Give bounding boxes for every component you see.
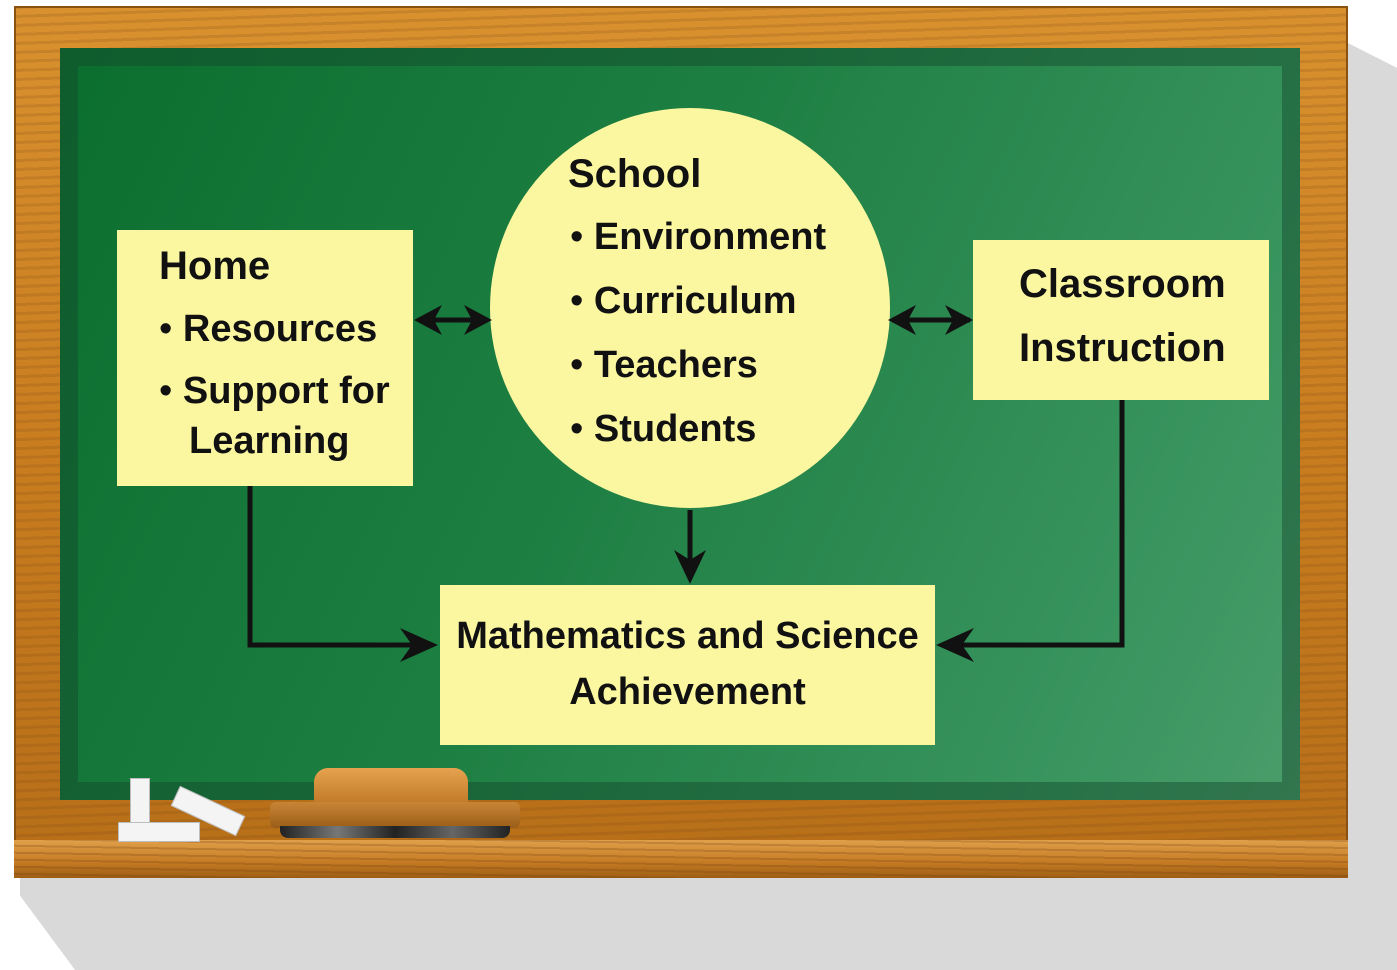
- arrowhead-icon: [674, 550, 706, 584]
- achievement-line-2: Achievement: [569, 671, 806, 713]
- school-bullet-3: • Teachers: [570, 344, 758, 387]
- home-bullet-2-continued: Learning: [189, 420, 350, 462]
- school-bullet-text: Teachers: [593, 344, 758, 386]
- classroom-box: Classroom Instruction: [973, 240, 1269, 400]
- classroom-achievement-line: [950, 400, 1125, 648]
- chalk-piece: [118, 822, 200, 842]
- home-box: Home • Resources • Support for Learning: [117, 230, 413, 486]
- school-circle: School • Environment • Curriculum • Teac…: [490, 108, 890, 508]
- school-bullet-4: • Students: [570, 408, 756, 451]
- bullet-icon: •: [570, 216, 584, 258]
- home-bullet-1: • Resources: [159, 308, 377, 351]
- arrowhead-icon: [945, 305, 973, 335]
- arrowhead-icon: [936, 628, 974, 662]
- school-bullet-text: Students: [593, 408, 757, 450]
- school-bullet-text: Environment: [593, 216, 827, 258]
- classroom-line-2: Instruction: [1019, 326, 1226, 370]
- school-bullet-text: Curriculum: [593, 280, 797, 322]
- arrowhead-icon: [414, 305, 442, 335]
- school-title: School: [568, 152, 702, 196]
- bullet-icon: •: [570, 280, 584, 322]
- chalk-ledge: [14, 840, 1348, 878]
- arrowhead-icon: [464, 305, 492, 335]
- eraser: [270, 768, 520, 838]
- home-bullet-2: • Support for: [159, 370, 390, 413]
- classroom-line-1: Classroom: [1019, 262, 1226, 306]
- bullet-icon: •: [570, 408, 584, 450]
- home-achievement-line: [247, 486, 425, 648]
- arrowhead-icon: [888, 305, 916, 335]
- home-bullet-text: Support for: [182, 370, 390, 412]
- bullet-icon: •: [159, 370, 173, 412]
- school-bullet-2: • Curriculum: [570, 280, 797, 323]
- home-title: Home: [159, 244, 271, 288]
- achievement-box: Mathematics and Science Achievement: [440, 585, 935, 745]
- home-bullet-text: Resources: [182, 308, 378, 350]
- bullet-icon: •: [159, 308, 173, 350]
- school-bullet-1: • Environment: [570, 216, 826, 259]
- achievement-line-1: Mathematics and Science: [456, 615, 919, 657]
- bullet-icon: •: [570, 344, 584, 386]
- arrowhead-icon: [400, 628, 438, 662]
